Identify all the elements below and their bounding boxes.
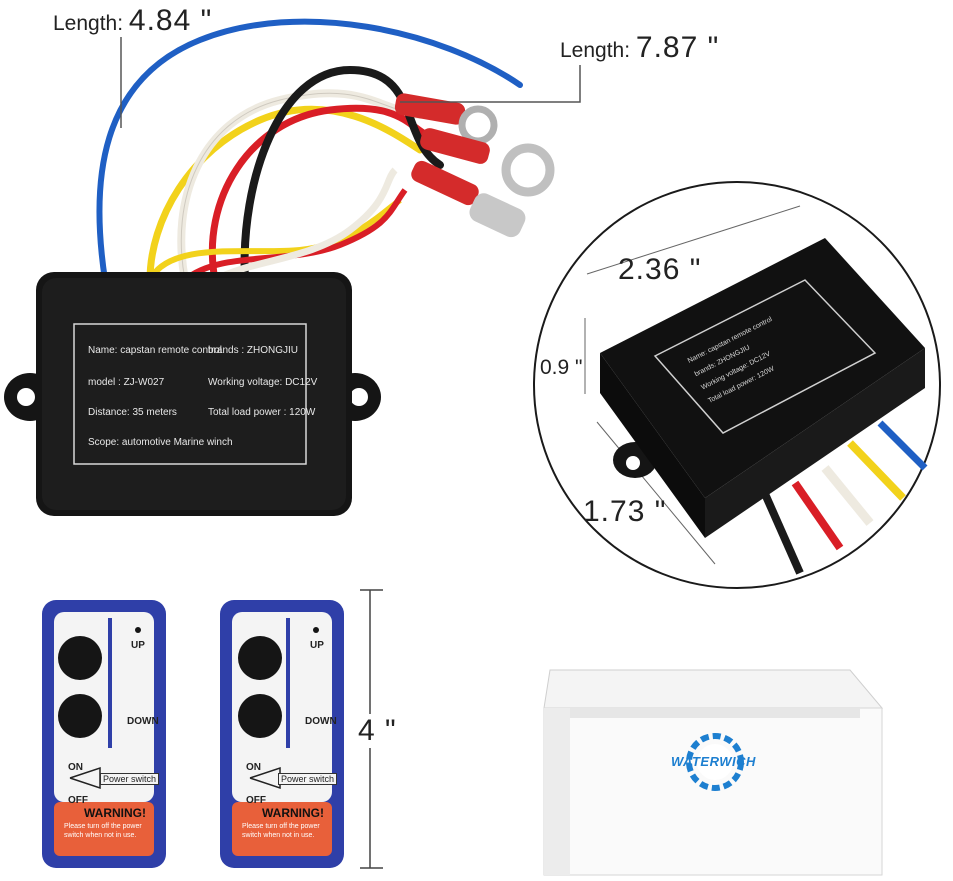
- main-wire-leader-line: [400, 65, 581, 103]
- dimension-value: 2.36 ": [618, 253, 702, 286]
- remote-right-off-label: OFF: [246, 795, 266, 806]
- receiver-width-label: 2.36 ": [618, 253, 701, 287]
- length-value: 7.87 ": [635, 31, 720, 64]
- receiver-label-scope: Scope: automotive Marine winch: [88, 437, 233, 448]
- receiver-with-wires-image: [4, 18, 555, 516]
- remote-right: [218, 598, 346, 870]
- receiver-label-name: Name: capstan remote control: [88, 345, 222, 356]
- remote-body: [220, 600, 344, 868]
- remote-right-power-switch: Power switch: [278, 773, 338, 785]
- remote-right-down-label: DOWN: [305, 716, 337, 727]
- receiver-label-load: Total load power : 120W: [208, 407, 316, 418]
- spade-terminal: [411, 160, 526, 238]
- remote-left-up-label: UP: [131, 640, 145, 651]
- receiver-label-voltage: Working voltage: DC12V: [208, 377, 318, 388]
- receiver-height-label: 0.9 ": [540, 356, 582, 380]
- receiver-label-brand: brands : ZHONGJIU: [208, 345, 299, 356]
- black-wire: [240, 65, 444, 284]
- length-prefix: Length:: [53, 12, 129, 35]
- length-prefix: Length:: [560, 39, 636, 62]
- yellow-wire: [146, 105, 424, 284]
- receiver-label-distance: Distance: 35 meters: [88, 407, 177, 418]
- length-value: 4.84 ": [128, 4, 213, 37]
- remote-left-warning: WARNING!: [84, 806, 146, 820]
- waterwich-gear-icon: [686, 733, 744, 791]
- remote-left-power-switch: Power switch: [100, 773, 160, 785]
- receiver-label-model: model : ZJ-W027: [88, 377, 165, 388]
- remote-right-up-label: UP: [310, 640, 324, 651]
- remote-left-warning-note: Please turn off the power switch when no…: [64, 823, 142, 839]
- main-wire-length-label: Length: 7.87 ": [560, 31, 719, 65]
- packaging-box: [543, 669, 884, 876]
- remote-left-off-label: OFF: [68, 795, 88, 806]
- remote-body: [42, 600, 166, 868]
- remote-right-on-label: ON: [246, 762, 261, 773]
- box-brand-logo: WATERWICH: [671, 754, 756, 769]
- blue-wire-length-label: Length: 4.84 ": [53, 4, 212, 38]
- receiver-box: [4, 272, 381, 516]
- receiver-box-closeup: Name: capstan remote control brands: ZHO…: [600, 238, 925, 538]
- remote-left-down-label: DOWN: [127, 716, 159, 727]
- remote-left: [40, 598, 168, 870]
- blue-wire: [96, 18, 523, 283]
- remote-right-warning-note: Please turn off the power switch when no…: [242, 823, 320, 839]
- remote-height-label: 4 ": [358, 714, 397, 748]
- remote-left-on-label: ON: [68, 762, 83, 773]
- receiver-closeup-circle: Name: capstan remote control brands: ZHO…: [533, 181, 941, 589]
- dimension-value: 0.9 ": [540, 356, 583, 379]
- receiver-depth-label: 1.73 ": [583, 495, 666, 529]
- dimension-value: 4 ": [358, 714, 397, 747]
- blue-wire-leader-line: [120, 37, 122, 128]
- dimension-value: 1.73 ": [583, 495, 667, 528]
- remote-right-warning: WARNING!: [262, 806, 324, 820]
- ring-terminal-2: [420, 128, 555, 197]
